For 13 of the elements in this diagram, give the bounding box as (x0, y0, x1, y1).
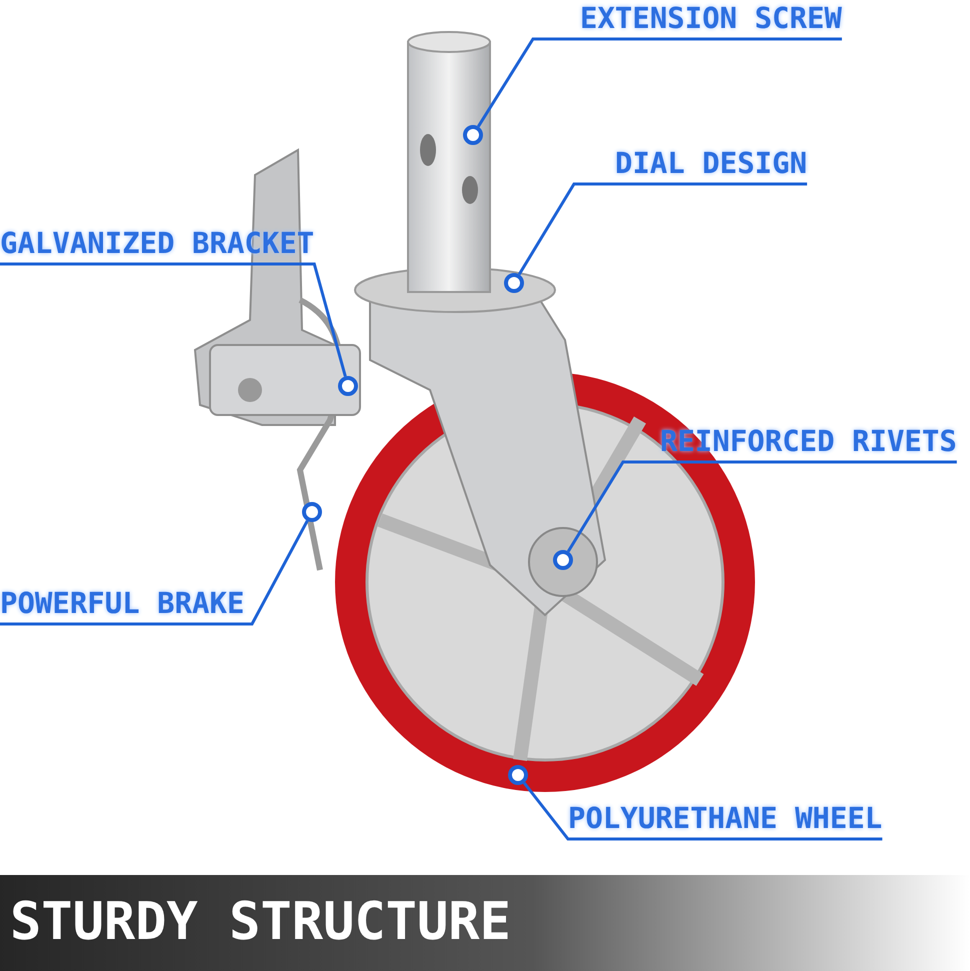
part-label: POWERFUL BRAKE (0, 585, 244, 625)
part-label: POLYURETHANE WHEEL (568, 800, 882, 840)
banner-heading: STURDY STRUCTURE (10, 891, 511, 954)
leader-line (477, 38, 842, 128)
leader-line (522, 782, 882, 840)
leader-line (566, 460, 957, 552)
leader-line (0, 520, 309, 626)
part-label: DIAL DESIGN (615, 145, 808, 185)
leader-line (518, 182, 808, 276)
callout-dot (302, 502, 322, 522)
part-label: GALVANIZED BRACKET (0, 225, 314, 265)
leader-line (0, 262, 347, 377)
part-label: EXTENSION SCREW (580, 0, 842, 40)
